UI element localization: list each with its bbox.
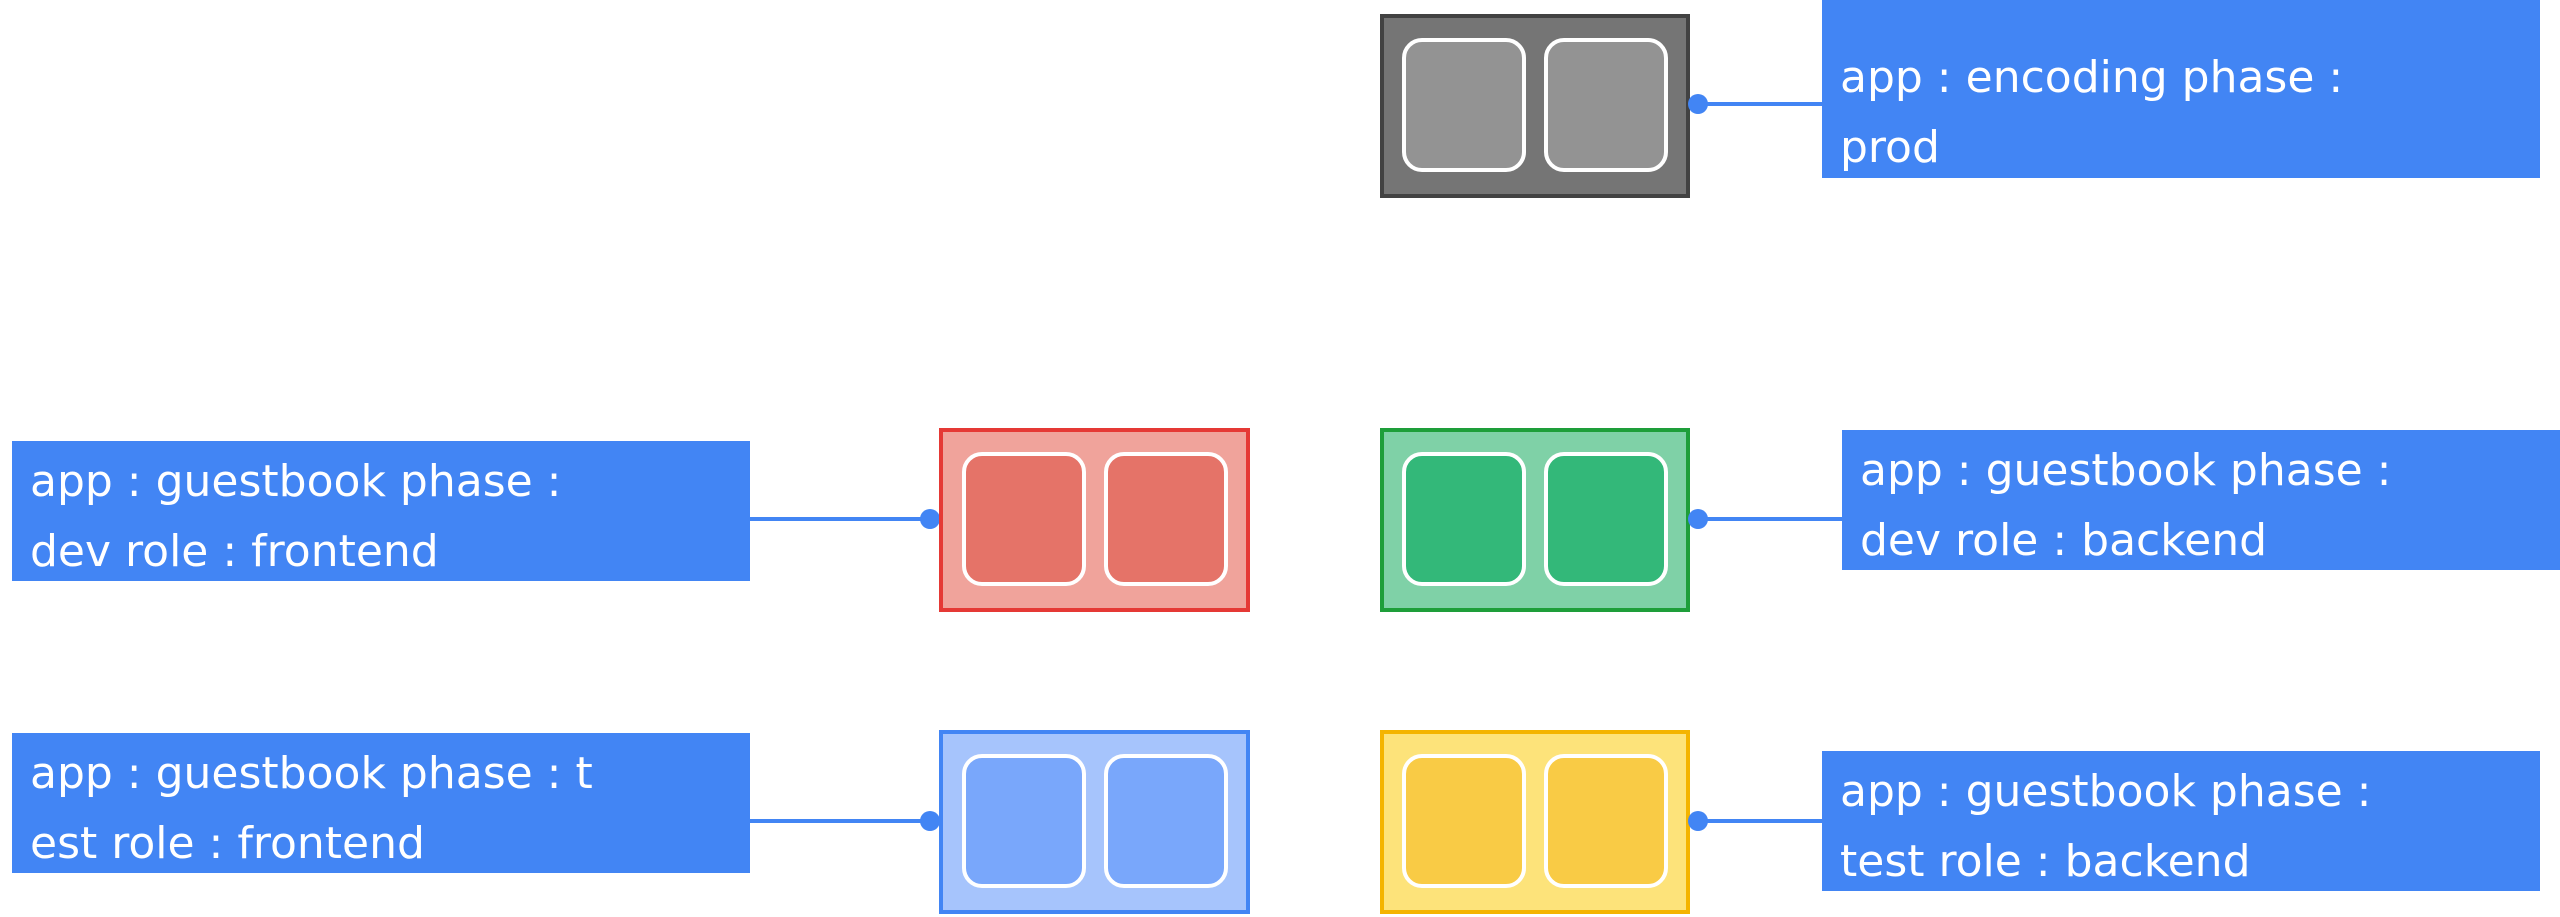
connector-dot [1688,509,1708,529]
label-line-1: app : guestbook phase : [1860,445,2392,496]
connector-dot [1688,94,1708,114]
connector-dot [920,509,940,529]
container-box [1402,754,1526,888]
label-line-2: test role : backend [1840,836,2251,887]
label-box [12,733,750,873]
pod-guestbook-test-frontend: app : guestbook phase : t est role : fro… [12,730,1250,914]
pod-guestbook-dev-frontend: app : guestbook phase : dev role : front… [12,428,1250,612]
label-box [12,441,750,581]
label-line-1: app : guestbook phase : [1840,766,2372,817]
container-box [1544,38,1668,172]
container-box [1544,754,1668,888]
pod-encoding-prod: app : encoding phase : prod [1380,0,2540,198]
container-box [1402,38,1526,172]
label-line-2: dev role : backend [1860,515,2267,566]
container-box [1402,452,1526,586]
pod-guestbook-dev-backend: app : guestbook phase : dev role : backe… [1380,428,2560,612]
label-line-2: dev role : frontend [30,526,439,577]
label-line-1: app : guestbook phase : t [30,748,593,799]
label-line-1: app : encoding phase : [1840,52,2343,103]
connector-dot [920,811,940,831]
label-box [1822,751,2540,891]
label-line-2: prod [1840,122,1940,173]
label-box [1822,0,2540,178]
container-box [1544,452,1668,586]
container-box [962,452,1086,586]
container-box [1104,452,1228,586]
container-box [1104,754,1228,888]
label-line-1: app : guestbook phase : [30,456,562,507]
connector-dot [1688,811,1708,831]
label-box [1842,430,2560,570]
pod-guestbook-test-backend: app : guestbook phase : test role : back… [1380,730,2540,914]
label-line-2: est role : frontend [30,818,425,869]
container-box [962,754,1086,888]
